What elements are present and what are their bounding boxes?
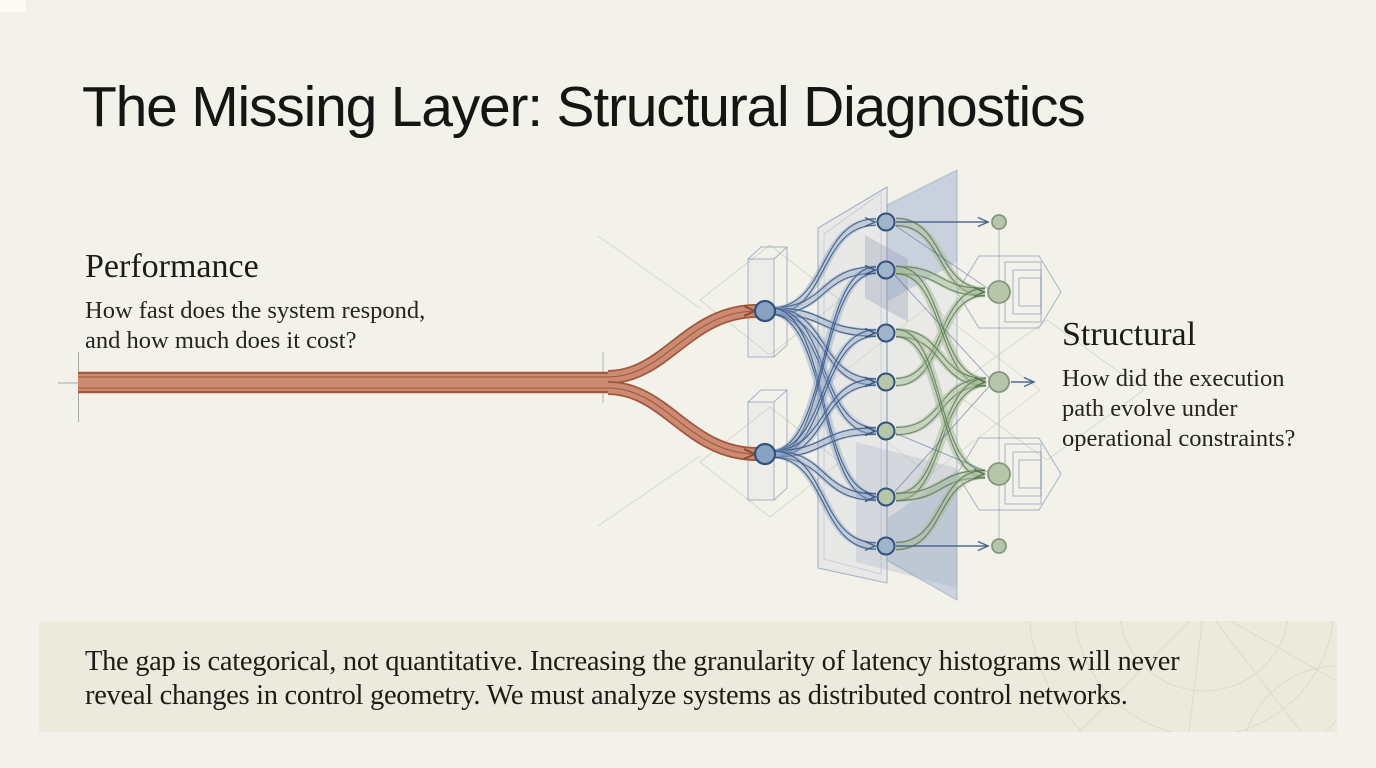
footer-text: The gap is categorical, not quantitative…: [85, 645, 1180, 713]
performance-heading: Performance: [85, 248, 259, 285]
structural-description-line: path evolve under: [1062, 395, 1238, 422]
structural-section: Structural How did the execution path ev…: [1062, 316, 1295, 454]
footer-note: The gap is categorical, not quantitative…: [39, 621, 1337, 732]
structural-description-line: operational constraints?: [1062, 425, 1296, 452]
structural-description-line: How did the execution: [1062, 365, 1285, 392]
performance-description-line: and how much does it cost?: [85, 327, 357, 354]
footer-line: reveal changes in control geometry. We m…: [85, 680, 1128, 711]
performance-section: Performance How fast does the system res…: [85, 248, 425, 356]
footer-line: The gap is categorical, not quantitative…: [85, 646, 1180, 677]
corner-artifact: [0, 0, 26, 12]
slide-title: The Missing Layer: Structural Diagnostic…: [82, 75, 1086, 139]
performance-description-line: How fast does the system respond,: [85, 297, 426, 324]
structural-heading: Structural: [1062, 316, 1197, 353]
footer-sketch-decoration: [1029, 621, 1337, 732]
